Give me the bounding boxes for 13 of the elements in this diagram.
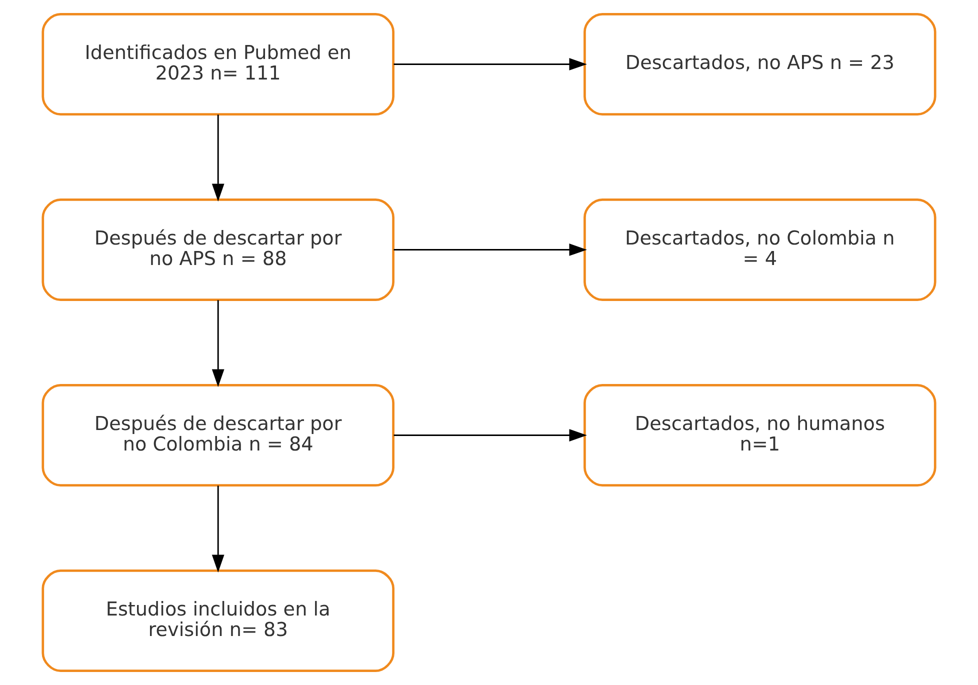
arrow <box>394 429 587 442</box>
arrow <box>212 114 224 202</box>
node-box: Estudios incluidos en la revisión n= 83 <box>42 570 394 672</box>
arrow <box>394 58 587 70</box>
arrow <box>394 244 587 256</box>
node-box: Identificados en Pubmed en 2023 n= 111 <box>42 13 394 116</box>
node-box: Descartados, no Colombia n = 4 <box>584 198 936 301</box>
node-box: Después de descartar por no APS n = 88 <box>42 198 394 301</box>
arrow <box>212 300 224 387</box>
arrow <box>212 486 224 572</box>
node-box: Después de descartar por no Colombia n = 84 <box>42 384 394 486</box>
node-box: Descartados, no humanos n=1 <box>584 384 936 486</box>
node-box: Descartados, no APS n = 23 <box>584 13 936 116</box>
